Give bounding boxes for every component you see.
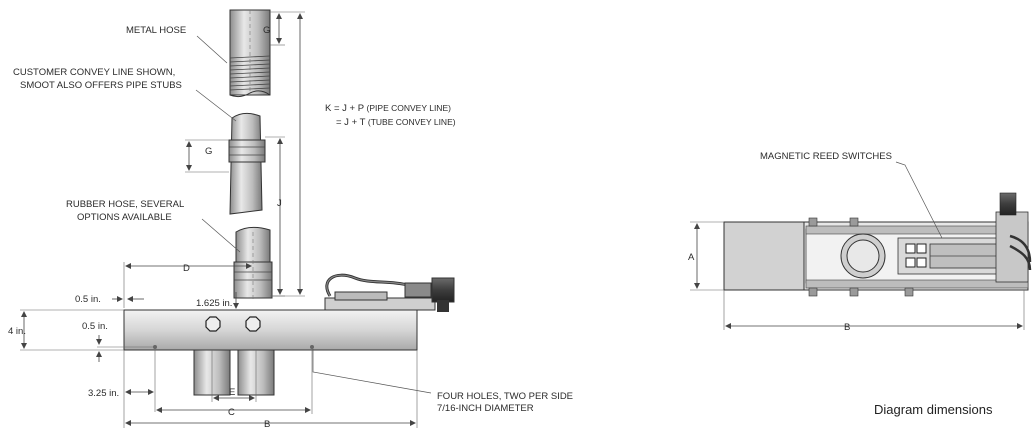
holes-label-2: 7/16-INCH DIAMETER xyxy=(437,403,534,414)
dim-g-mid: G xyxy=(205,146,212,157)
dim-g-top: G xyxy=(263,25,270,36)
svg-text:= J + T (TUBE CONVEY LINE): = J + T (TUBE CONVEY LINE) xyxy=(336,117,456,128)
rubber-hose-label-1: RUBBER HOSE, SEVERAL xyxy=(66,199,184,210)
dim-four-in: 4 in. xyxy=(8,326,26,337)
holes-label-1: FOUR HOLES, TWO PER SIDE xyxy=(437,391,573,402)
convey-line-label-1: CUSTOMER CONVEY LINE SHOWN, xyxy=(13,67,175,78)
rubber-hose xyxy=(233,226,273,300)
dim-a: A xyxy=(688,252,695,263)
formula-line1-note: (PIPE CONVEY LINE) xyxy=(367,103,452,113)
k-formula: K = J + P (PIPE CONVEY LINE) = J + T (TU… xyxy=(325,103,456,128)
base-bar xyxy=(123,309,418,351)
metal-hose-label: METAL HOSE xyxy=(126,25,186,36)
dim-j: J xyxy=(277,198,282,209)
rubber-hose-label-2: OPTIONS AVAILABLE xyxy=(77,212,172,223)
dim-b: B xyxy=(264,419,270,429)
dim-e: E xyxy=(229,387,235,398)
formula-line2-prefix: = J + T xyxy=(336,117,366,128)
dim-half-in-side: 0.5 in. xyxy=(82,321,108,332)
convey-line-label-2: SMOOT ALSO OFFERS PIPE STUBS xyxy=(20,80,182,91)
left-diagram: METAL HOSE CUSTOMER CONVEY LINE SHOWN, S… xyxy=(8,9,573,430)
dim-c: C xyxy=(228,407,235,418)
metal-hose xyxy=(229,9,271,98)
formula-line2-note: (TUBE CONVEY LINE) xyxy=(368,117,456,127)
dim-1625: 1.625 in. xyxy=(196,298,232,309)
caption: Diagram dimensions xyxy=(874,402,993,417)
reed-switch-label: MAGNETIC REED SWITCHES xyxy=(760,151,892,162)
right-diagram: MAGNETIC REED SWITCHES A B xyxy=(688,151,1032,333)
dim-b-right: B xyxy=(844,322,850,333)
dim-half-in-top: 0.5 in. xyxy=(75,294,101,305)
dim-325: 3.25 in. xyxy=(88,388,119,399)
svg-text:K = J + P (PIPE CONVEY LINE): K = J + P (PIPE CONVEY LINE) xyxy=(325,103,451,114)
valve-assembly xyxy=(324,273,455,312)
convey-line xyxy=(228,112,266,215)
formula-line1-prefix: K = J + P xyxy=(325,103,364,114)
dim-d: D xyxy=(183,263,190,274)
